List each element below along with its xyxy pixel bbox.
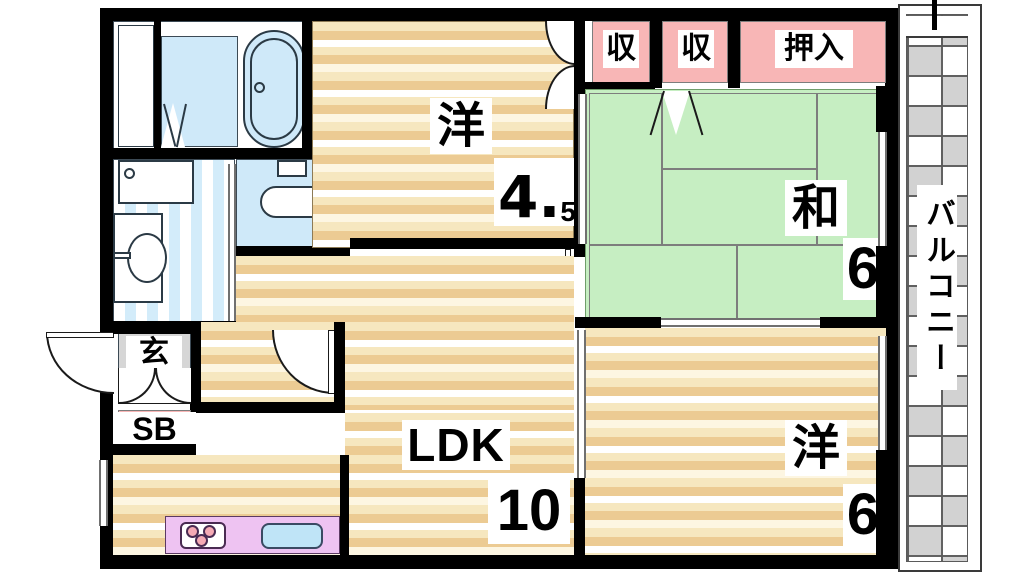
yoshitsu45-wall-bottom [350,238,584,249]
hallway-floor-lower [196,322,574,410]
kitchen-sink [261,523,323,549]
balcony-label: バルコニー [917,185,957,390]
yoshitsu6-wall-right-lower [876,450,887,555]
shoe-box-wall-bottom [113,444,196,455]
washroom-door-slider[interactable] [228,164,236,322]
washitsu-name-label: 和 [785,180,847,236]
bathtub-drain-icon [254,82,265,93]
washitsu-slider-left[interactable] [578,94,587,244]
front-door-leaf[interactable] [46,332,114,338]
stove-burner-3-icon [195,534,208,547]
bath-unit-wall-right [302,8,312,159]
bath-wall-left-inner [154,21,161,151]
closet-band-wall-bottom [585,82,655,91]
yoshitsu45-size-label: 4.5 [494,158,580,226]
yoshitsu6-balcony-slider[interactable] [878,336,887,452]
balcony-divider-post [932,0,937,30]
washitsu-wall-bottom-right [820,317,886,328]
bath-unit-wall-bottom [100,148,309,159]
yoshitsu45-size-frac: 5 [560,196,576,227]
ldk-size-label: 10 [488,478,570,544]
yoshitsu45-size-dot: . [538,163,561,231]
hallway-wall-bottom [196,402,340,413]
oshiire-fold-indicator-icon [662,91,690,135]
washitsu-slider-bottom[interactable] [661,318,820,327]
closet-2-wall-right [728,8,740,88]
closet-1-wall-right [650,8,662,88]
washitsu-wall-right-bottom [876,246,887,320]
shoe-box-label: SB [118,412,191,445]
tatami-mat-1 [589,93,662,245]
oshiire-label: 押入 [775,30,853,68]
toilet-tank [277,160,307,177]
stove-burner-2-icon [203,525,216,538]
genkan-label: 玄 [126,336,182,370]
yoshitsu45-size-whole: 4 [498,163,539,231]
yoshitsu6-wall-left-lower [574,478,585,555]
exterior-wall-bottom [100,555,898,569]
washitsu-slider-balcony[interactable] [878,130,887,248]
washroom-basin [127,233,167,283]
hallway-floor [236,256,574,322]
closet-2-label: 収 [678,30,714,68]
front-door-arc[interactable] [46,332,114,394]
washitsu-wall-right-top [876,86,887,132]
hallway-wall-divider [334,322,345,413]
toilet-bowl [260,186,316,218]
yoshitsu6-slider-partition[interactable] [577,330,586,478]
balcony-outline [898,4,982,572]
bath-entry-strip [118,25,154,147]
closet-1-label: 収 [603,30,639,68]
yoshitsu45-name-label: 洋 [430,98,492,154]
ldk-name-label: LDK [402,420,510,470]
yoshitsu6-name-label: 洋 [785,420,847,476]
balcony-tile-area [906,14,968,562]
hallway-wall-left [190,322,201,412]
balcony-rail-break [906,16,968,38]
exterior-wall-right [885,8,898,569]
toilet-wall-bottom [236,246,350,256]
stove-burner-1-icon [186,525,199,538]
ldk-window-left[interactable] [99,460,108,526]
washroom-mirror [118,160,194,204]
bath-washing-area [161,36,238,147]
tatami-mat-5 [589,245,737,320]
washroom-faucet-icon [113,252,131,259]
exterior-wall-top [100,8,898,21]
washroom-mirror-light-icon [124,168,135,179]
genkan-wall-top [113,324,195,334]
ldk-wall-kitchen-right [340,455,349,555]
washitsu-wall-bottom-left [575,317,661,328]
